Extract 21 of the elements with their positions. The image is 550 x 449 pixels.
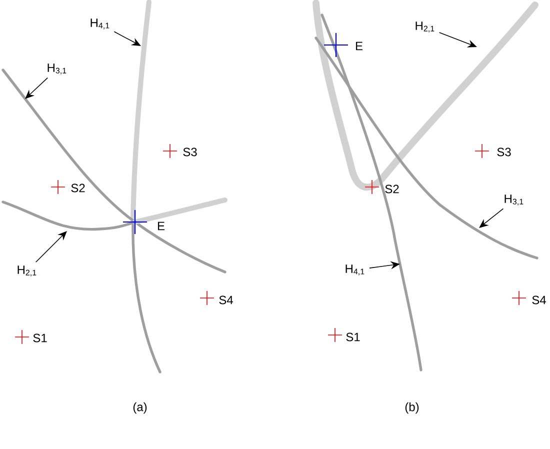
leader-arrow: [114, 31, 141, 46]
leader-arrow: [25, 77, 48, 99]
leader-arrow: [479, 208, 504, 228]
curve-label: H$_{2,1}$: [18, 266, 36, 276]
hyperbola-curve: [314, 36, 538, 260]
emitter-label: E: [356, 42, 362, 50]
panel-caption: (a): [133, 402, 147, 414]
hyperbola-curve: [320, 14, 422, 372]
panel-caption: (b): [405, 402, 419, 414]
sensor-label: S3: [183, 148, 197, 156]
sensor-label: S1: [346, 332, 360, 342]
leader-arrow: [35, 231, 67, 263]
emitter-label: E: [158, 222, 164, 230]
sensor-label: S4: [532, 296, 546, 304]
sensor-label: S2: [71, 184, 85, 192]
sensor-label: S4: [219, 296, 233, 304]
sensor-label: S3: [497, 148, 511, 156]
sensor-label: S1: [33, 334, 47, 342]
curve-label: H$_{4,1}$: [90, 18, 110, 30]
sensor-label: S2: [385, 184, 399, 194]
curve-label: H$_{3,1}$: [48, 64, 66, 74]
